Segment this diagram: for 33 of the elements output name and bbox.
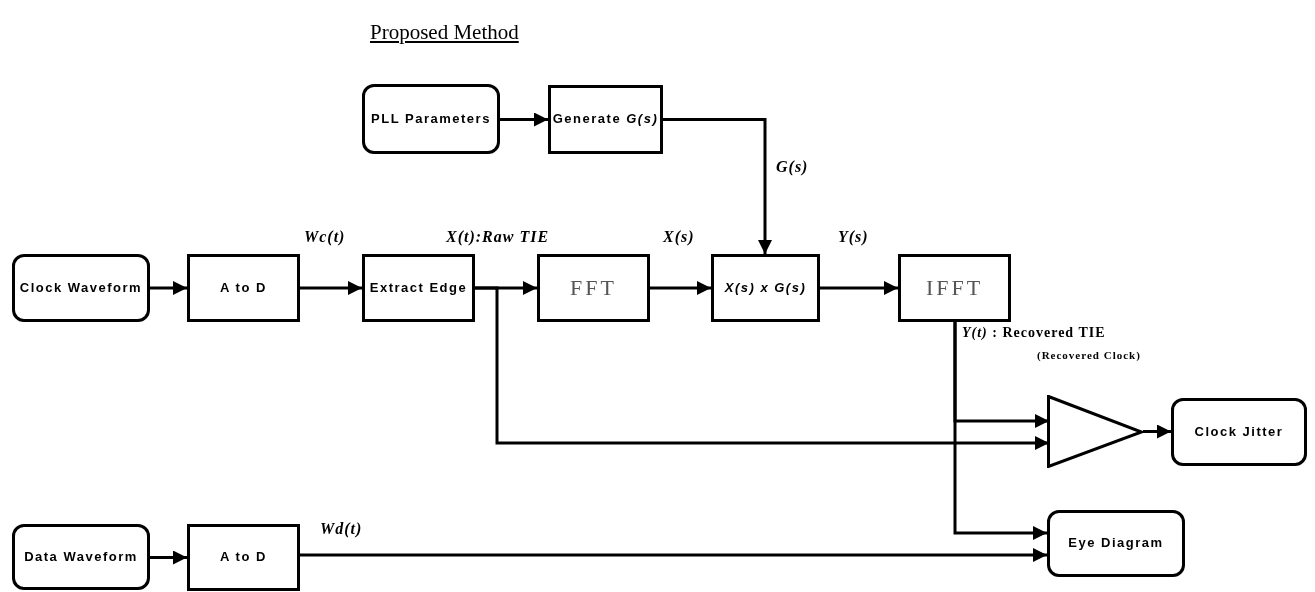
process-box: X(s) x G(s) xyxy=(711,254,820,322)
arrow xyxy=(300,548,1047,562)
edge-label: Wc(t) xyxy=(304,228,346,246)
edge-label: Wd(t) xyxy=(320,520,363,538)
edge-label: Y(s) xyxy=(838,228,869,246)
arrow xyxy=(300,281,362,295)
arrow xyxy=(650,281,711,295)
edge-label: X(t):Raw TIE xyxy=(446,228,550,246)
process-box: Extract Edge xyxy=(362,254,475,322)
process-box: FFT xyxy=(537,254,650,322)
process-box: A to D xyxy=(187,524,300,591)
edge-label: X(s) xyxy=(663,228,695,246)
edge-label: G(s) xyxy=(776,158,809,176)
signal-label: Y(t) : Recovered TIE xyxy=(962,325,1106,341)
arrow xyxy=(820,281,898,295)
diagram-title: Proposed Method xyxy=(370,20,519,45)
arrow xyxy=(150,281,187,295)
terminal-box: Clock Waveform xyxy=(12,254,150,322)
process-box: IFFT xyxy=(898,254,1011,322)
amplifier-triangle xyxy=(1047,395,1143,468)
process-box: A to D xyxy=(187,254,300,322)
signal-label: (Recovered Clock) xyxy=(1037,349,1141,361)
arrow xyxy=(1143,424,1171,439)
terminal-box: Eye Diagram xyxy=(1047,510,1185,577)
terminal-box: Clock Jitter xyxy=(1171,398,1307,466)
arrow xyxy=(953,322,1047,540)
arrow xyxy=(475,286,1049,450)
process-box: Generate G(s) xyxy=(548,85,663,154)
arrow xyxy=(500,112,548,127)
arrow xyxy=(150,550,187,565)
arrow xyxy=(663,118,772,254)
terminal-box: Data Waveform xyxy=(12,524,150,590)
terminal-box: PLL Parameters xyxy=(362,84,500,154)
